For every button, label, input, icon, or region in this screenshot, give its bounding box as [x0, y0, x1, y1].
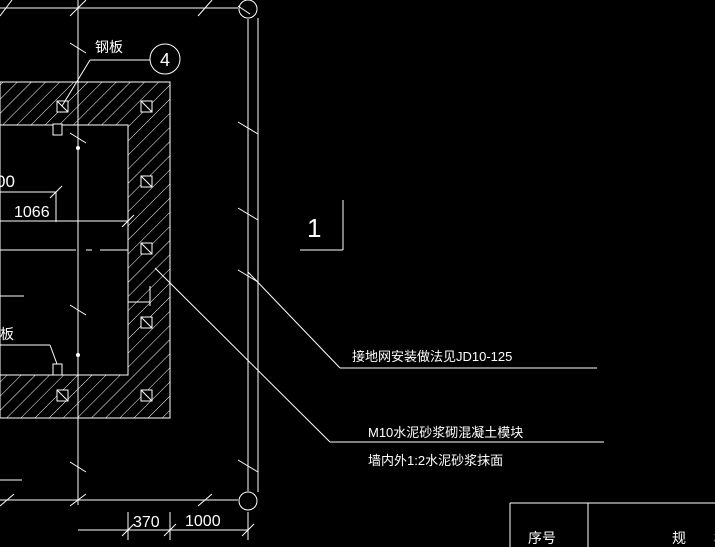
table-header-index: 序号 [528, 530, 556, 546]
note-leaders [154, 267, 604, 443]
steel-plate-label: 钢板 [95, 39, 123, 55]
boundary-line [237, 0, 259, 511]
top-dimension [0, 0, 238, 17]
left-dimensions [0, 185, 151, 365]
section-mark-number: 1 [307, 213, 321, 243]
axis-line-left [69, 0, 87, 505]
embedded-plates [52, 100, 153, 402]
section-mark: 1 [300, 200, 344, 251]
dimension-left-cut: 00 [0, 172, 15, 191]
bottom-dimension [0, 479, 255, 540]
hatched-wall [0, 81, 171, 419]
steel-plate-leader [61, 59, 150, 107]
dimension-1000: 1000 [185, 513, 221, 530]
detail-marker-number: 4 [160, 50, 170, 70]
dimension-1066: 1066 [14, 204, 50, 221]
note-grounding: 接地网安装做法见JD10-125 [352, 349, 512, 364]
note-mortar-block: M10水泥砂浆砌混凝土模块 [368, 425, 523, 440]
note-plaster: 墙内外1:2水泥砂浆抹面 [368, 453, 503, 468]
table-header-spec: 规 格 [672, 530, 715, 546]
dimension-370: 370 [133, 514, 160, 531]
detail-marker: 4 [149, 43, 181, 75]
partial-left-label: 钢板 [0, 326, 14, 342]
title-table [509, 502, 715, 547]
